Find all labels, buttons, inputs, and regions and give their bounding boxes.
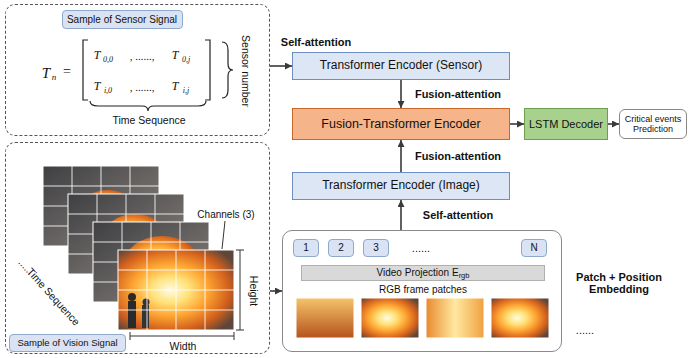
token-box: 1 (293, 239, 319, 257)
node-text: 3 (373, 242, 379, 254)
node-text: Transformer Encoder (Image) (322, 179, 480, 193)
token-box: 3 (363, 239, 389, 257)
node-text: rgb (459, 272, 470, 281)
node-text: T (94, 80, 101, 93)
node-text: , ......, (130, 81, 155, 93)
edge-label: Self-attention (422, 209, 494, 221)
node-text: N (530, 242, 537, 254)
fusion-encoder-box: Fusion-Transformer Encoder (292, 108, 510, 140)
node-text: Video Projection E (377, 267, 459, 279)
node-text: Transformer Encoder (Sensor) (320, 59, 482, 73)
matrix-brackets (83, 40, 233, 111)
embedding-box: RGB frame patchesPatch + Position Embedd… (282, 230, 562, 352)
flow-arrow (270, 65, 292, 67)
node-text: T (172, 80, 179, 93)
frame-patches (296, 298, 549, 338)
ellipsis-label: ...... (576, 324, 594, 336)
node-text: Sample of Vision Signal (17, 338, 117, 349)
flow-arrow (270, 290, 282, 292)
node-text: Sensor number (239, 35, 251, 107)
flow-arrow (608, 123, 619, 125)
edge-label: Fusion-attention (414, 150, 502, 162)
video-frames (43, 166, 234, 330)
title-pill: Sample of Sensor Signal (62, 10, 183, 29)
encoder-box: Transformer Encoder (Image) (292, 172, 510, 200)
dimension-marks (130, 221, 244, 340)
node-text: T (42, 65, 50, 82)
node-text: 2 (338, 242, 344, 254)
node-text: Sample of Sensor Signal (67, 14, 177, 26)
title-pill: Sample of Vision Signal (9, 334, 126, 352)
projection-band: Video Projection Ergb (301, 265, 545, 281)
node-text: T (172, 49, 179, 62)
sensor-sample-box: Time SequenceSensor numberTn=T0,0, .....… (5, 4, 270, 136)
node-text: Time Sequence (112, 115, 185, 127)
node-text: , ......, (130, 50, 155, 62)
node-text: LSTM Decoder (529, 118, 603, 131)
vision-sample-box: Channels (3)HeightWidthTime Sequence....… (5, 142, 270, 354)
node-text: i,j (183, 87, 189, 96)
flow-arrow (400, 140, 402, 172)
node-text: Critical events Prediction (622, 114, 684, 135)
node-text: RGB frame patches (379, 284, 467, 295)
node-text: Channels (3) (197, 209, 254, 220)
node-text: i,0 (104, 87, 112, 96)
node-text: 1 (303, 242, 309, 254)
node-text: 0,j (182, 56, 190, 65)
node-text: = (63, 64, 71, 79)
node-text: ...... (412, 242, 430, 254)
node-text: Width (170, 341, 197, 353)
node-text: n (52, 73, 57, 83)
node-text: 0,0 (103, 56, 113, 65)
encoder-box: Transformer Encoder (Sensor) (292, 52, 510, 80)
output-box: Critical events Prediction (619, 109, 687, 139)
flow-arrow (400, 200, 402, 230)
node-text: Fusion-Transformer Encoder (321, 117, 480, 131)
flow-arrow (400, 80, 402, 108)
node-text: Patch + Position Embedding (563, 271, 675, 295)
node-text: Height (247, 276, 259, 306)
decoder-box: LSTM Decoder (524, 108, 608, 140)
node-text: T (94, 49, 101, 62)
node-text: Time Sequence (24, 266, 82, 328)
flow-arrow (510, 123, 524, 125)
token-box: 2 (328, 239, 354, 257)
edge-label: Fusion-attention (414, 88, 502, 100)
edge-label: Self-attention (280, 36, 352, 48)
token-box: N (521, 239, 547, 257)
